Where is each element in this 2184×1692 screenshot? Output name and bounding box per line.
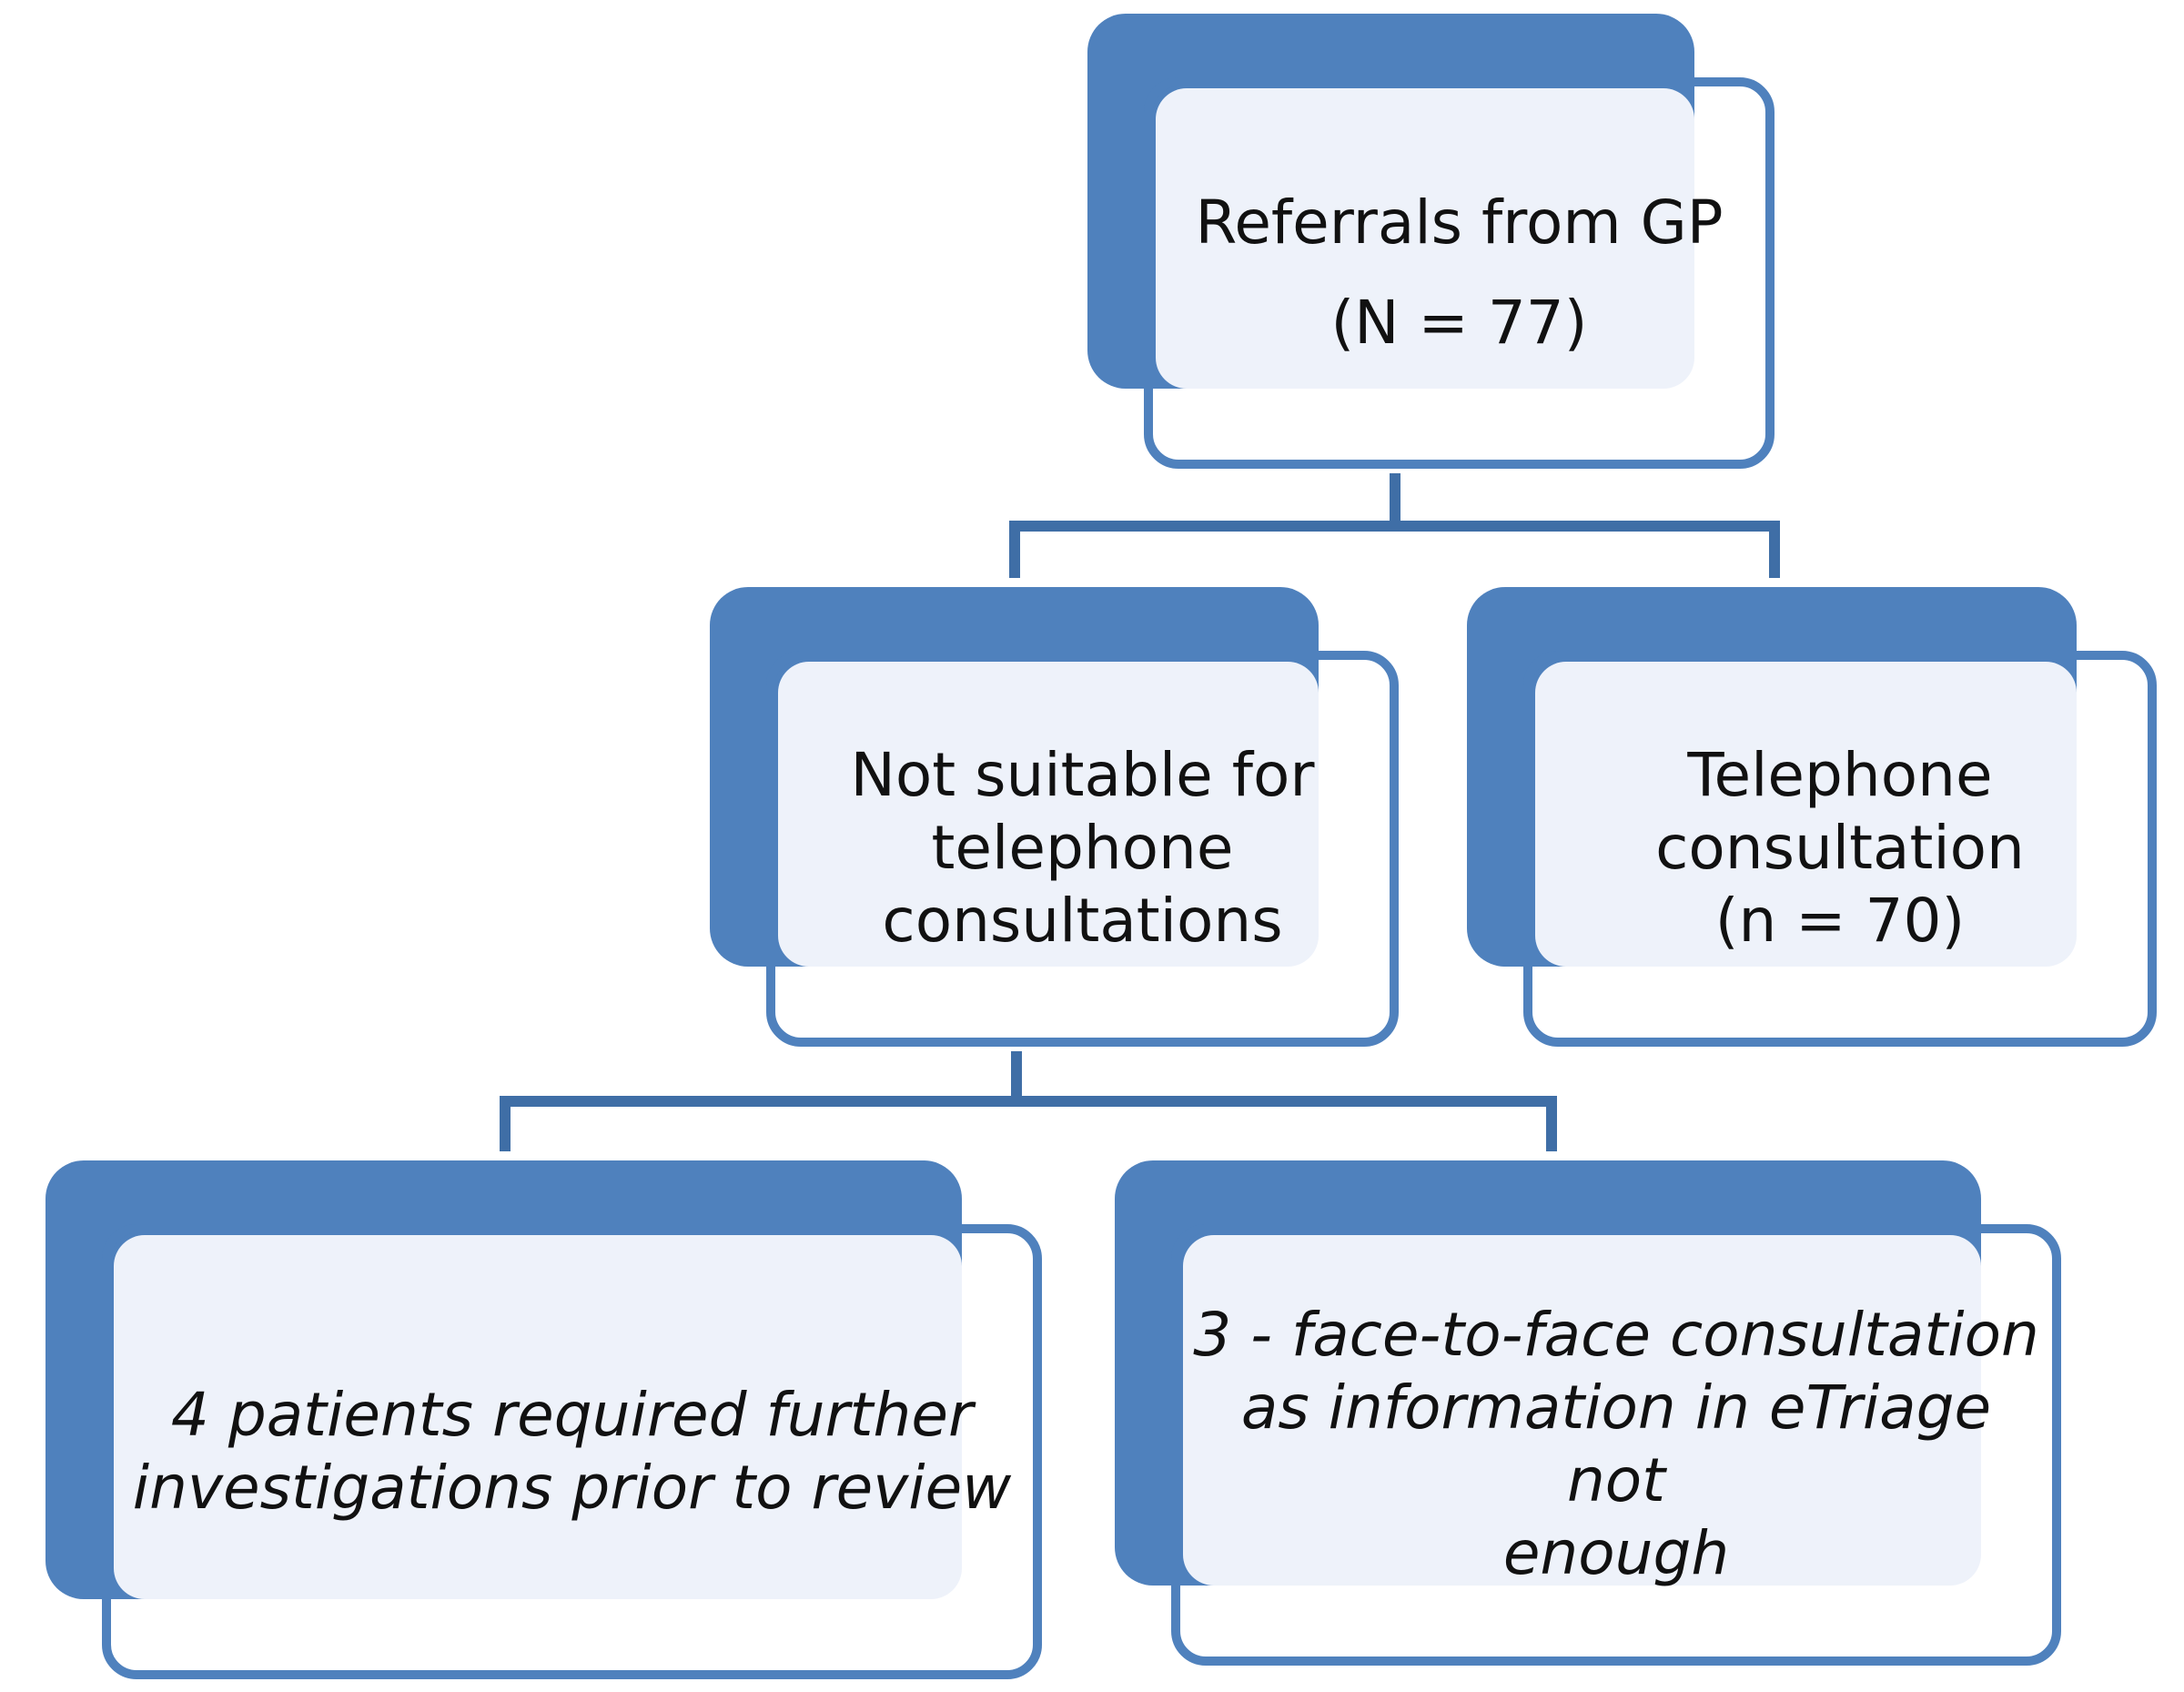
node-panel bbox=[1183, 1235, 1981, 1586]
node-further-investigations: 4 patients required further investigatio… bbox=[46, 1160, 1042, 1679]
node-label-line: Telephone bbox=[1687, 740, 1993, 810]
connector-level2-bar bbox=[500, 1096, 1557, 1151]
node-label: Not suitable for telephone consultations bbox=[778, 662, 1387, 1035]
node-telephone-consultation: Telephone consultation (n = 70) bbox=[1467, 587, 2157, 1047]
connector-level1-bar bbox=[1009, 521, 1780, 578]
node-outline bbox=[1144, 77, 1774, 469]
node-not-suitable: Not suitable for telephone consultations bbox=[710, 587, 1399, 1047]
node-panel bbox=[1535, 662, 2077, 967]
node-label: Referrals from GP (N = 77) bbox=[1156, 88, 1763, 457]
node-label-line: 3 - face-to-face consultation bbox=[1193, 1300, 2039, 1370]
node-label-line: as information in eTriage not bbox=[1240, 1373, 1992, 1515]
node-label-line: Not suitable for bbox=[850, 740, 1315, 810]
node-label: 4 patients required further investigatio… bbox=[114, 1235, 1030, 1667]
node-label-line: telephone bbox=[931, 813, 1234, 883]
node-outline bbox=[102, 1224, 1042, 1679]
node-referrals-from-gp: Referrals from GP (N = 77) bbox=[1087, 14, 1774, 469]
node-panel bbox=[114, 1235, 962, 1599]
node-panel bbox=[778, 662, 1319, 967]
node-outline bbox=[1523, 651, 2157, 1047]
node-outline bbox=[766, 651, 1399, 1047]
node-label-line: consultations bbox=[882, 886, 1283, 956]
node-label-line: Referrals from GP bbox=[1195, 187, 1724, 258]
node-count: (N = 77) bbox=[1330, 287, 1588, 358]
node-face-to-face: 3 - face-to-face consultation as informa… bbox=[1115, 1160, 2061, 1666]
node-count: (n = 70) bbox=[1714, 886, 1966, 956]
node-label: Telephone consultation (n = 70) bbox=[1535, 662, 2145, 1035]
node-outline bbox=[1171, 1224, 2061, 1666]
node-label: 3 - face-to-face consultation as informa… bbox=[1183, 1235, 2049, 1654]
node-label-line: 4 patients required further bbox=[170, 1379, 974, 1450]
node-label-line: enough bbox=[1502, 1518, 1730, 1588]
node-label-line: investigations prior to review bbox=[132, 1452, 1012, 1523]
node-label-line: consultation bbox=[1655, 813, 2025, 883]
node-panel bbox=[1156, 88, 1694, 389]
